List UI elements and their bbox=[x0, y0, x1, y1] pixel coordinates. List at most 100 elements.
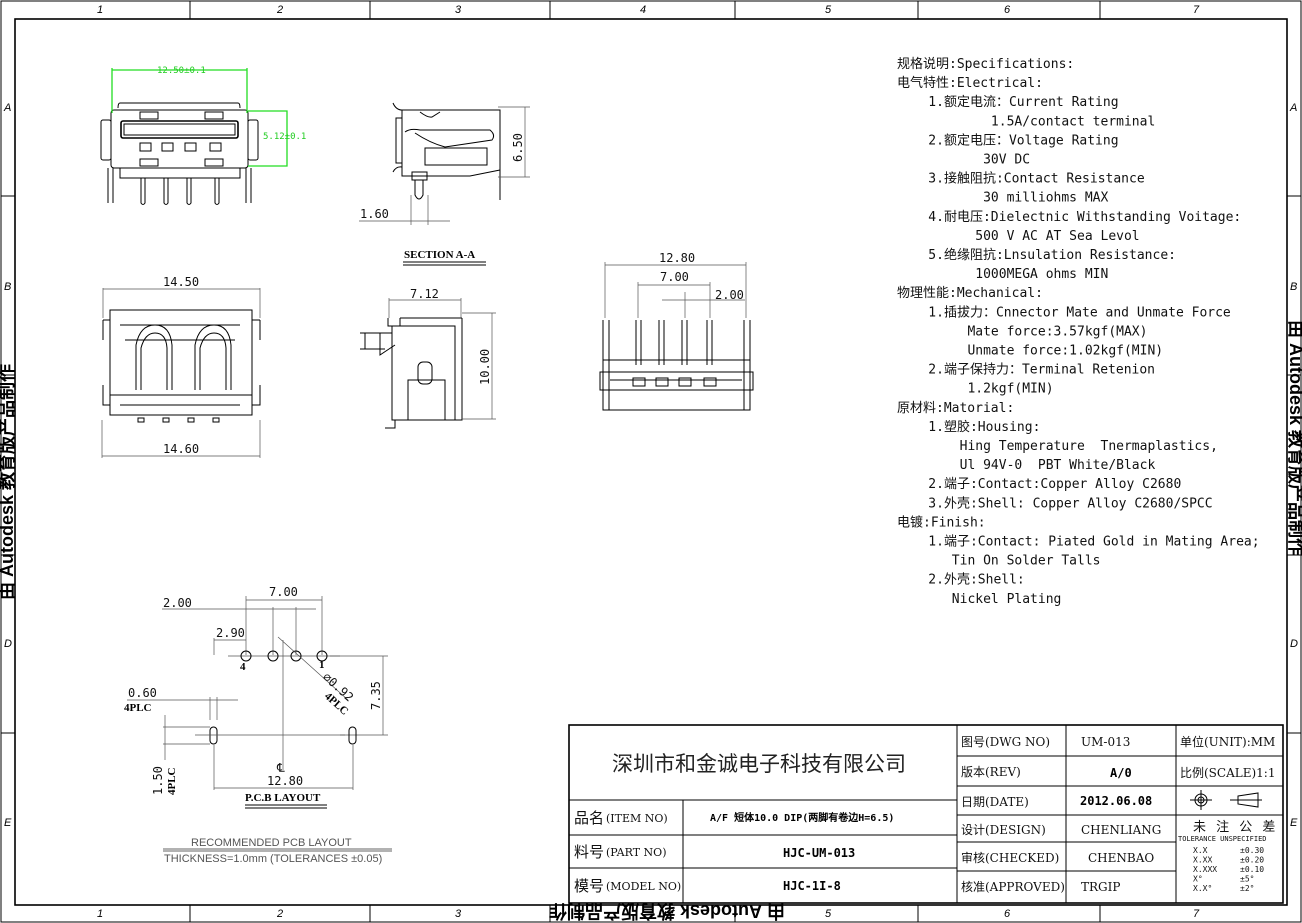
company-name: 深圳市和金诚电子科技有限公司 bbox=[612, 752, 906, 776]
dim-pitch: 7.00 bbox=[660, 270, 689, 284]
tolerance-title: 未 注 公 差 bbox=[1193, 820, 1278, 835]
approved-label: 核准(APPROVED) bbox=[961, 880, 1065, 894]
spec-line: 2.额定电压：Voltage Rating bbox=[897, 133, 1119, 148]
checked-value: CHENBAO bbox=[1088, 851, 1154, 865]
svg-text:B: B bbox=[4, 281, 11, 293]
part-value: HJC-UM-013 bbox=[783, 846, 855, 860]
svg-text:E: E bbox=[1290, 817, 1298, 829]
spec-line: 电气特性:Electrical: bbox=[897, 75, 1043, 91]
spec-line: 物理性能:Mechanical: bbox=[897, 286, 1043, 301]
front-view: 12.50±0.1 5.12±0.1 bbox=[100, 66, 306, 205]
inner-border bbox=[14, 18, 1288, 906]
approved-value: TRGIP bbox=[1081, 880, 1120, 894]
spec-line: 4.耐电压:Dielectnic Withstanding Voitage: bbox=[897, 210, 1241, 225]
date-value: 2012.06.08 bbox=[1080, 794, 1152, 808]
design-label: 设计(DESIGN) bbox=[961, 823, 1046, 837]
spec-line: Mate force:3.57kgf(MAX) bbox=[897, 324, 1147, 339]
part-label: 料号 bbox=[574, 843, 604, 861]
spec-line: 1.5A/contact terminal bbox=[897, 114, 1155, 129]
svg-text:4: 4 bbox=[640, 4, 646, 16]
spec-line: 1.额定电流：Current Rating bbox=[897, 95, 1119, 110]
svg-text:6: 6 bbox=[1004, 908, 1011, 920]
pcb-title: P.C.B LAYOUT bbox=[245, 792, 321, 804]
spec-line: 规格说明:Specifications: bbox=[897, 56, 1074, 72]
tolerance-subtitle: TOLERANCE UNSPECIFIED bbox=[1178, 835, 1267, 843]
recommended-title: RECOMMENDED PCB LAYOUT bbox=[191, 837, 352, 849]
dim-height: 10.00 bbox=[478, 349, 492, 385]
checked-label: 审核(CHECKED) bbox=[961, 850, 1059, 865]
spec-line: 3.接触阻抗:Contact Resistance bbox=[897, 171, 1145, 187]
tolerance-key: X.X bbox=[1193, 846, 1208, 855]
model-label-en: (MODEL NO) bbox=[606, 880, 681, 893]
spec-line: 30 milliohms MAX bbox=[897, 191, 1108, 206]
pcb-layout-view: 7.00 2.00 2.90 4 1 ⌀0.92 4PLC 7.35 0.60 … bbox=[124, 585, 392, 865]
spec-line: Unmate force:1.02kgf(MIN) bbox=[897, 344, 1163, 359]
spec-line: 电镀:Finish: bbox=[897, 514, 986, 530]
dim-1-50: 1.50 bbox=[151, 766, 165, 795]
item-row: 品名 (ITEM NO) A/F 短体10.0 DIP(两脚有卷边H=6.5) bbox=[574, 809, 894, 827]
section-title: SECTION A-A bbox=[404, 249, 475, 261]
part-row: 料号 (PART NO) HJC-UM-013 bbox=[574, 843, 855, 861]
tolerance-key: X° bbox=[1193, 875, 1203, 884]
svg-text:6: 6 bbox=[1004, 4, 1011, 16]
spec-line: 2.外壳:Shell: bbox=[897, 573, 1025, 588]
dim-height: 5.12±0.1 bbox=[263, 132, 306, 142]
pin-hole bbox=[267, 650, 279, 662]
item-label-en: (ITEM NO) bbox=[606, 812, 668, 825]
spec-line: 3.外壳:Shell: Copper Alloy C2680/SPCC bbox=[897, 496, 1213, 511]
side-view: 7.12 10.00 bbox=[360, 287, 496, 429]
model-value: HJC-1I-8 bbox=[783, 879, 841, 893]
model-row: 模号 (MODEL NO) HJC-1I-8 bbox=[574, 877, 841, 895]
tolerance-key: X.X° bbox=[1193, 884, 1212, 893]
spec-line: 1.塑胶:Housing: bbox=[897, 419, 1040, 435]
mount-slot bbox=[209, 726, 218, 745]
dim-1-50-4plc: 4PLC bbox=[166, 767, 178, 795]
dim-0-60: 0.60 bbox=[128, 686, 157, 700]
specifications: 规格说明:Specifications: 电气特性:Electrical: 1.额… bbox=[897, 56, 1260, 607]
svg-text:2: 2 bbox=[276, 908, 283, 920]
watermark-left: 由 Autodesk 教育版产品制作 bbox=[0, 364, 17, 600]
dwg-label: 图号(DWG NO) bbox=[961, 735, 1050, 749]
spec-line: 2.端子:Contact:Copper Alloy C2680 bbox=[897, 477, 1181, 492]
spec-line: Hing Temperature Tnermaplastics, bbox=[897, 439, 1218, 454]
dim-width: 12.50±0.1 bbox=[157, 66, 206, 76]
svg-text:A: A bbox=[1289, 102, 1297, 114]
spec-line: 1000MEGA ohms MIN bbox=[897, 267, 1108, 282]
rev-value: A/0 bbox=[1110, 766, 1132, 780]
pin-hole bbox=[240, 650, 252, 662]
spec-line: 1.插拔力：Cnnector Mate and Unmate Force bbox=[897, 305, 1231, 320]
dim-pin: 1.60 bbox=[360, 207, 389, 221]
tolerance-value: ±2° bbox=[1240, 884, 1254, 893]
svg-text:B: B bbox=[1290, 281, 1297, 293]
part-label-en: (PART NO) bbox=[606, 846, 666, 859]
tolerance-value: ±0.10 bbox=[1240, 865, 1264, 874]
dwg-value: UM-013 bbox=[1081, 735, 1130, 749]
watermark-right: 由 Autodesk 教育版产品制作 bbox=[1286, 320, 1302, 556]
item-label: 品名 bbox=[574, 809, 604, 827]
dim-pin: 2.00 bbox=[715, 288, 744, 302]
svg-text:1: 1 bbox=[97, 4, 103, 16]
svg-text:7: 7 bbox=[1193, 908, 1200, 920]
pin-label-4: 4 bbox=[240, 661, 246, 673]
date-label: 日期(DATE) bbox=[961, 795, 1029, 809]
svg-text:E: E bbox=[4, 817, 12, 829]
svg-text:D: D bbox=[4, 638, 12, 650]
dim-bottom: 14.60 bbox=[163, 442, 199, 456]
pin-hole bbox=[316, 650, 328, 662]
dim-7-00: 7.00 bbox=[269, 585, 298, 599]
mount-slot bbox=[348, 726, 357, 745]
tolerance-table: X.X±0.30X.XX±0.20X.XXX±0.10X°±5°X.X°±2° bbox=[1193, 846, 1264, 893]
spec-line: 5.绝缘阻抗:Lnsulation Resistance: bbox=[897, 247, 1176, 263]
item-value: A/F 短体10.0 DIP(两脚有卷边H=6.5) bbox=[710, 811, 894, 824]
dim-2-00: 2.00 bbox=[163, 596, 192, 610]
spec-line: 1.端子:Contact: Piated Gold in Mating Area… bbox=[897, 535, 1260, 550]
design-value: CHENLIANG bbox=[1081, 823, 1161, 837]
svg-text:2: 2 bbox=[276, 4, 283, 16]
column-labels-bottom: 1 2 3 5 6 7 bbox=[97, 908, 1200, 920]
spec-line: 1.2kgf(MIN) bbox=[897, 382, 1054, 397]
title-block: 深圳市和金诚电子科技有限公司 品名 (ITEM NO) A/F 短体10.0 D… bbox=[568, 724, 1284, 904]
section-view: 6.50 1.60 SECTION A-A bbox=[359, 102, 530, 266]
watermark-bottom: 由 Autodesk 教育版产品制作 bbox=[549, 901, 785, 922]
